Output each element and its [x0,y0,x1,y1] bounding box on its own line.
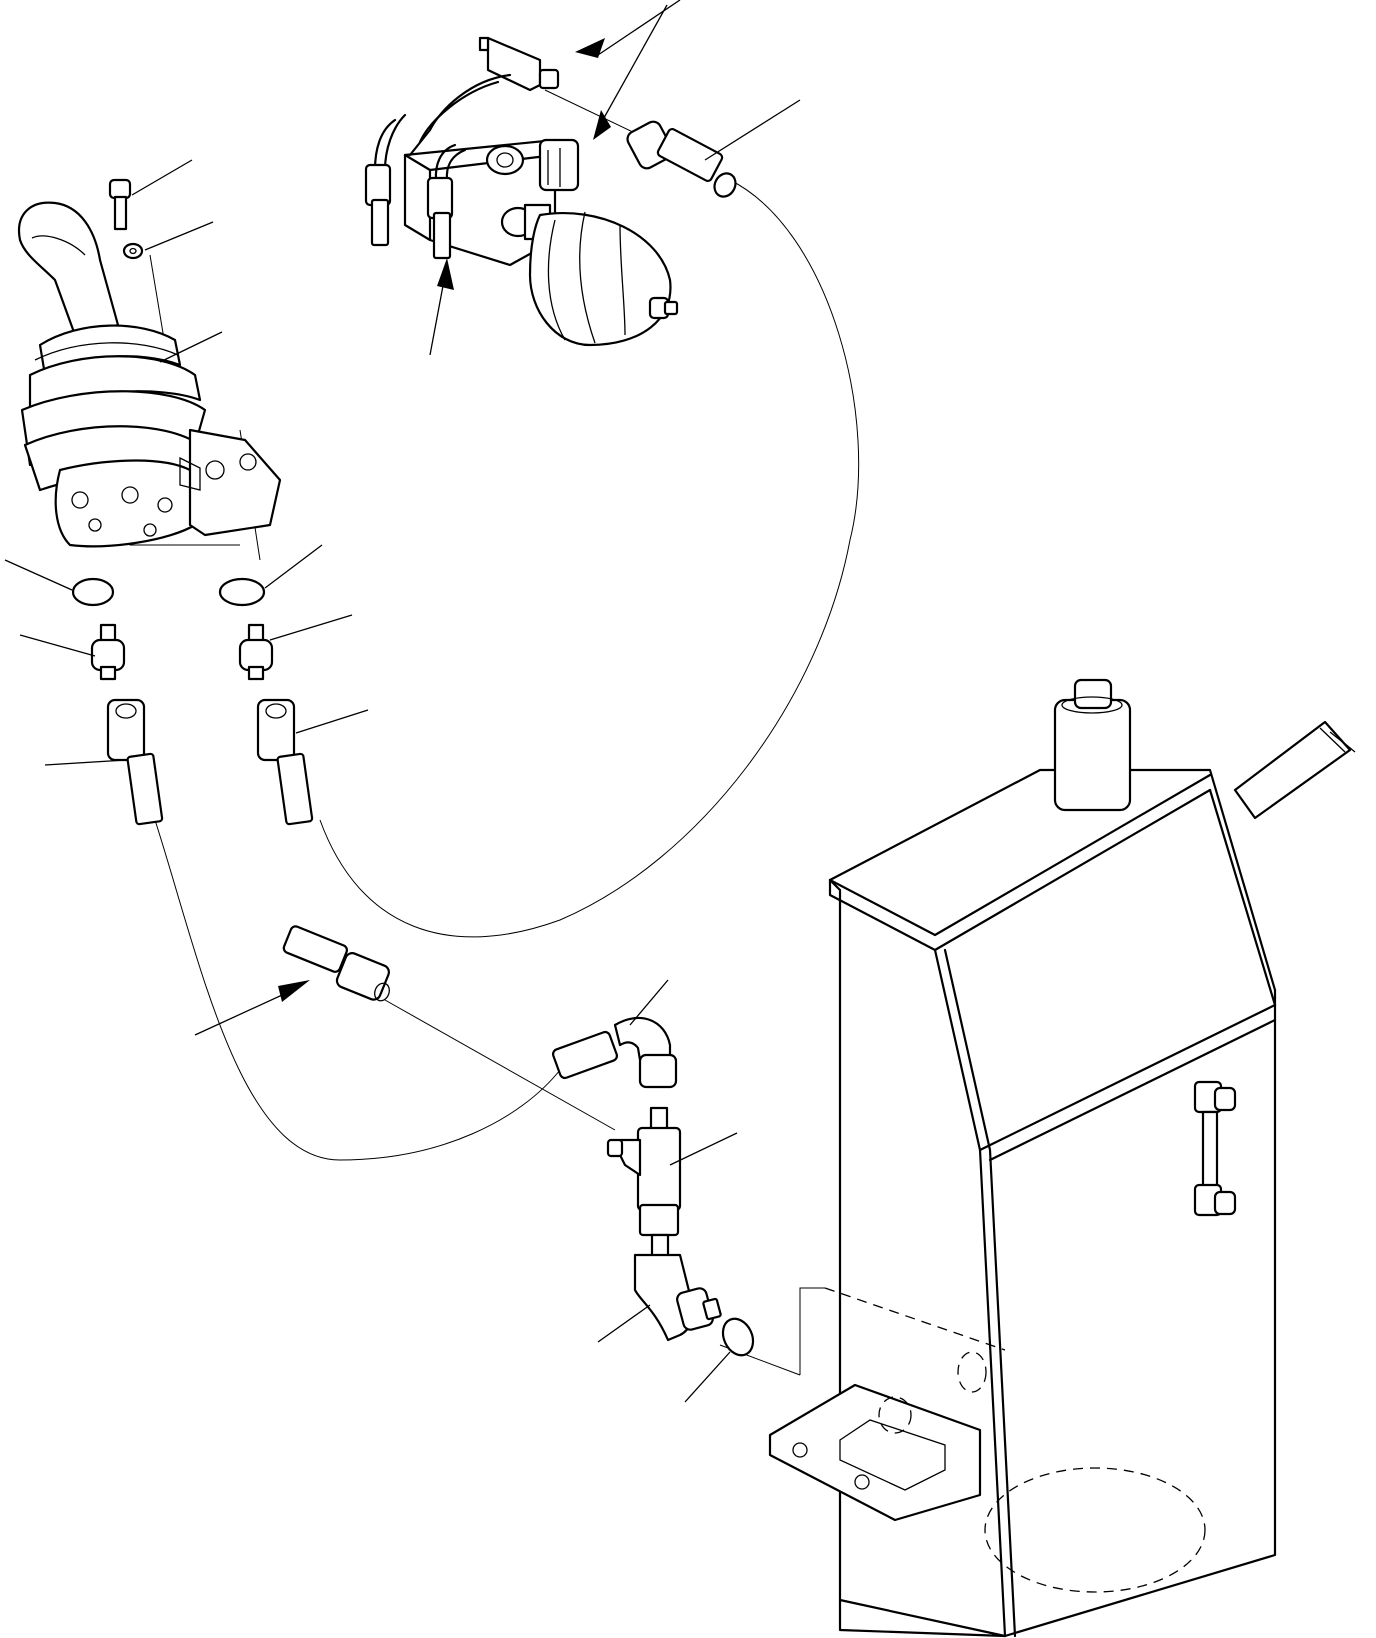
callout-leader-14 [194,989,294,1036]
callout-leader-8 [4,559,73,591]
callout-leader-3 [704,99,801,161]
callout-leader-15 [629,979,669,1026]
callout-leader-17 [597,1304,651,1343]
callout-arrowhead-7 [437,258,454,290]
callout-leader-10 [19,634,96,657]
adapter-fittings [90,623,274,681]
callout-leader-16 [669,1132,738,1166]
hydraulic-tank [768,678,1356,1638]
elbow-hose-end [551,1016,678,1089]
callout-leader-12 [44,759,127,766]
hose-end-middle [282,925,390,1002]
callout-leader-11 [269,614,353,641]
callout-leader-18 [684,1351,731,1403]
callout-arrowhead-1 [575,38,605,58]
callout-arrowhead-2 [593,110,611,140]
accumulator [528,211,679,347]
callout-arrowhead-14 [278,980,310,1002]
hose-ends-vertical [106,698,314,826]
callout-leader-9 [264,544,323,589]
callout-leader-6 [159,331,223,363]
hose-end-top-right [626,120,737,198]
hose-routing-lines [129,89,860,1376]
solenoid-valve-assembly [364,36,580,267]
callout-leader-1 [597,0,681,56]
callout-leader-13 [295,709,369,734]
elbow-fitting [633,1233,755,1357]
callout-leader-4 [131,159,193,196]
joystick-assembly [17,201,282,548]
callout-leader-2 [599,4,668,126]
callout-leaders [4,0,801,1403]
callout-leader-5 [144,221,214,251]
callout-arrowheads [278,38,611,1002]
o-rings-left [71,577,266,607]
tee-fitting [606,1106,682,1237]
callout-leader-7 [429,274,446,356]
cap-screw-and-washer [108,178,144,260]
